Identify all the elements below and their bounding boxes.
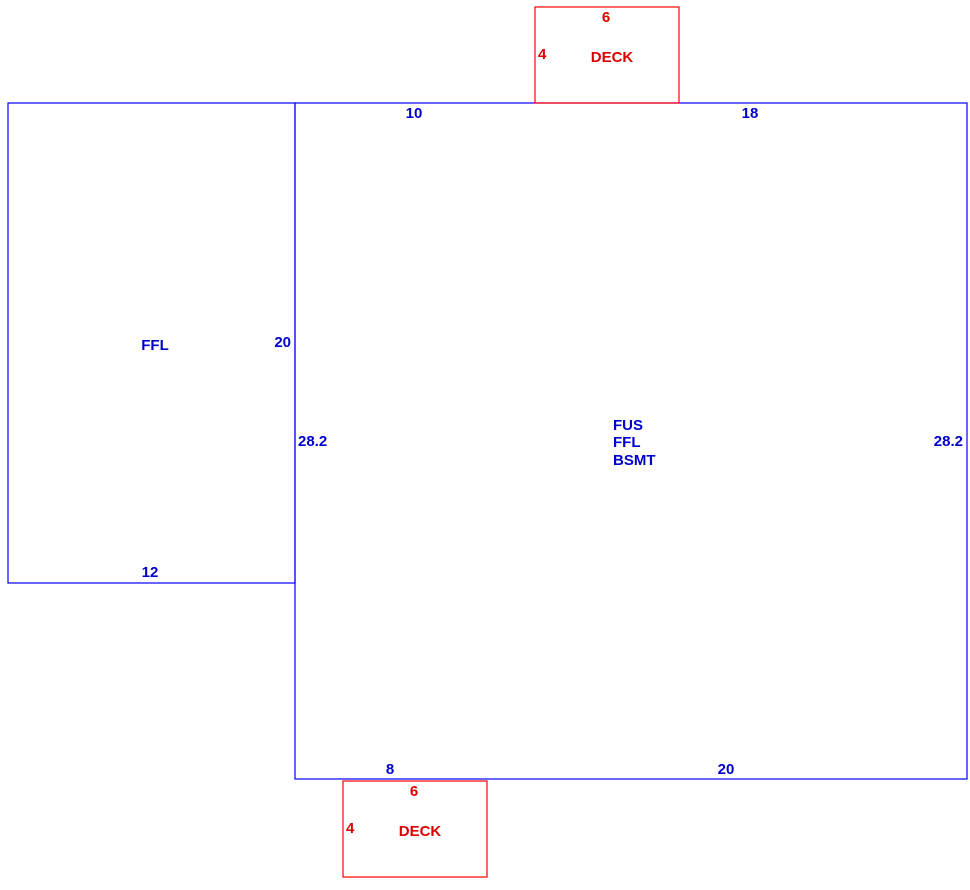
main-dim-right: 28.2 [934,433,963,450]
deck-top-dim-depth: 4 [538,46,547,63]
deck-top-label: DECK [591,49,634,66]
main-dim-bottom-right: 20 [718,761,735,778]
deck-bottom-label: DECK [399,823,442,840]
deck-bottom-dim-width: 6 [410,783,418,800]
main-label-2: FFL [613,434,641,451]
deck-top-outline [534,6,680,104]
wing-dim-bottom: 12 [142,564,159,581]
deck-top-dim-width: 6 [602,9,610,26]
deck-bottom-dim-depth: 4 [346,820,355,837]
main-dim-left: 28.2 [298,433,327,450]
main-label-1: FUS [613,417,643,434]
deck-bottom-outline [342,780,488,878]
wing-label: FFL [141,337,169,354]
main-label-3: BSMT [613,452,656,469]
main-dim-top-left: 10 [406,105,423,122]
main-dim-top-right: 18 [742,105,759,122]
main-dim-bottom-left: 8 [386,761,394,778]
wing-dim-right: 20 [274,334,291,351]
